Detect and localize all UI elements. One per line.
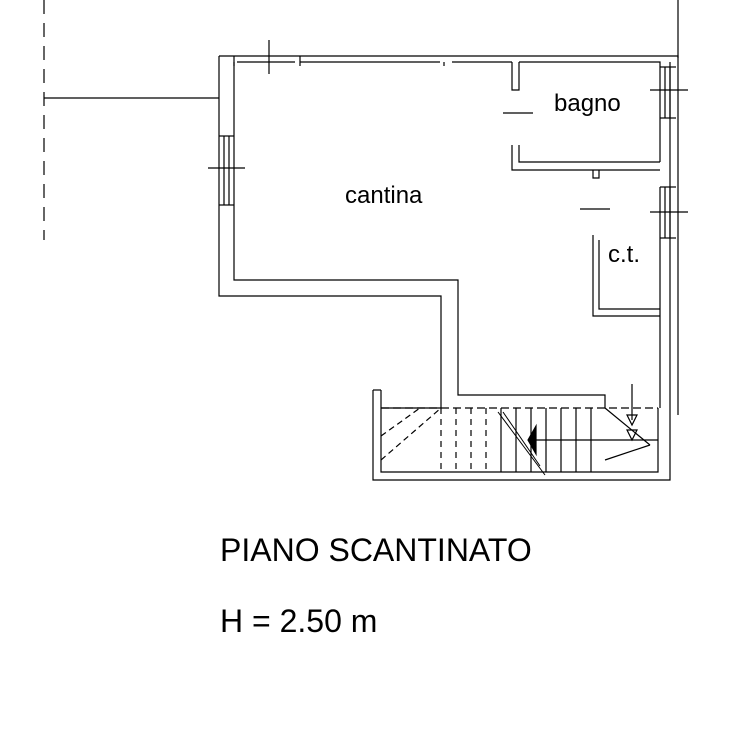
neighbour-boundary — [43, 0, 679, 240]
room-label-ct: c.t. — [608, 241, 640, 268]
outer-wall-outer — [218, 55, 679, 415]
bagno-partition — [443, 62, 660, 171]
room-label-bagno: bagno — [554, 90, 621, 117]
outer-wall-inner — [233, 61, 661, 408]
window-east-bagno — [650, 66, 688, 119]
staircase — [372, 384, 671, 481]
window-west — [208, 135, 245, 206]
window-north — [233, 40, 301, 74]
floor-title: PIANO SCANTINATO — [220, 532, 532, 568]
ceiling-height-label: H = 2.50 m — [220, 603, 378, 639]
room-label-cantina: cantina — [345, 182, 423, 209]
ct-partition — [580, 170, 660, 317]
window-east-ct — [650, 186, 688, 239]
